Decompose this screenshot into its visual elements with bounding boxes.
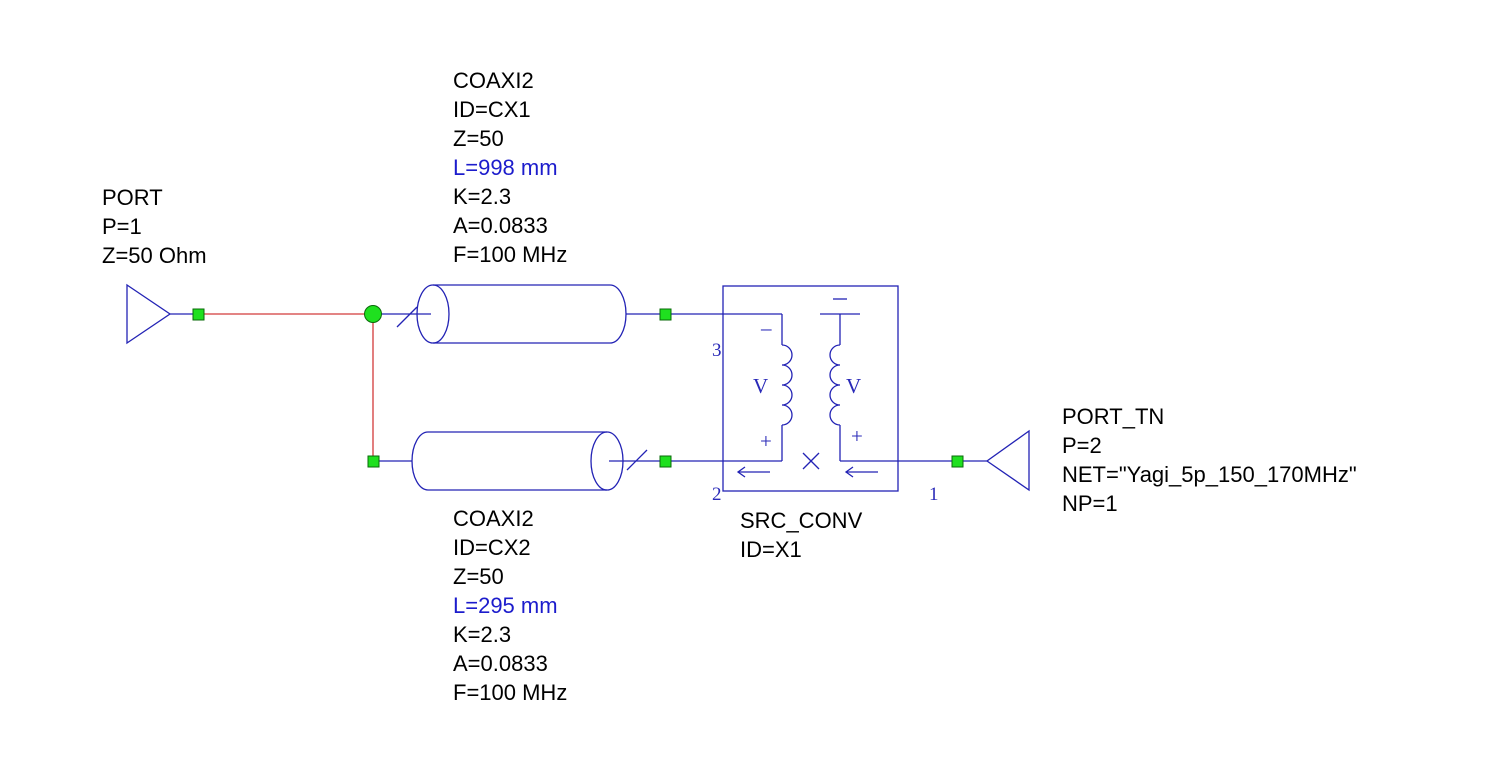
coil-voltage-label-right: V <box>846 374 861 398</box>
x1-type: SRC_CONV <box>740 508 863 533</box>
cx2-impedance: Z=50 <box>453 564 504 589</box>
cx2-dielectric: K=2.3 <box>453 622 511 647</box>
coil-plus-sign-right: + <box>851 424 863 448</box>
cx1-type: COAXI2 <box>453 68 534 93</box>
left-arrow-icon <box>844 466 878 478</box>
cx1-frequency: F=100 MHz <box>453 242 567 267</box>
x1-pin-2: 2 <box>712 484 722 505</box>
node-junction[interactable] <box>364 305 382 323</box>
x1-label: SRC_CONV ID=X1 <box>740 508 863 562</box>
node-square[interactable] <box>192 308 205 321</box>
port2-label: PORT_TN P=2 NET="Yagi_5p_150_170MHz" NP=… <box>1062 404 1357 516</box>
cx1-impedance: Z=50 <box>453 126 504 151</box>
cx2-id: ID=CX2 <box>453 535 531 560</box>
x1-pin-1: 1 <box>929 484 939 505</box>
coil-plus-sign-left: + <box>760 429 772 453</box>
cx2-label: COAXI2 ID=CX2 Z=50 L=295 mm K=2.3 A=0.08… <box>453 506 567 705</box>
cx2-length: L=295 mm <box>453 593 558 618</box>
port-triangle-icon[interactable] <box>985 429 1030 492</box>
node-square[interactable] <box>951 455 964 468</box>
port1-number: P=1 <box>102 214 142 239</box>
port1-name: PORT <box>102 185 163 210</box>
node-square[interactable] <box>659 455 672 468</box>
coil-minus-sign: – <box>760 316 772 340</box>
cx1-label: COAXI2 ID=CX1 Z=50 L=998 mm K=2.3 A=0.08… <box>453 68 567 267</box>
cx2-type: COAXI2 <box>453 506 534 531</box>
x1-id: ID=X1 <box>740 537 802 562</box>
port1-label: PORT P=1 Z=50 Ohm <box>102 185 207 268</box>
port-triangle-icon[interactable] <box>126 283 172 345</box>
cx1-attenuation: A=0.0833 <box>453 213 548 238</box>
cx1-dielectric: K=2.3 <box>453 184 511 209</box>
cx1-id: ID=CX1 <box>453 97 531 122</box>
node-square[interactable] <box>659 308 672 321</box>
port2-net: NET="Yagi_5p_150_170MHz" <box>1062 462 1357 487</box>
coax-cylinder-icon[interactable] <box>373 431 665 491</box>
left-arrow-icon <box>736 466 770 478</box>
port2-name: PORT_TN <box>1062 404 1164 429</box>
port1-impedance: Z=50 Ohm <box>102 243 207 268</box>
source-converter-icon[interactable]: – V V + + <box>665 285 957 492</box>
junction-wires <box>198 313 374 461</box>
x1-pin-3: 3 <box>712 340 722 361</box>
cx1-length: L=998 mm <box>453 155 558 180</box>
cx2-frequency: F=100 MHz <box>453 680 567 705</box>
node-square[interactable] <box>367 455 380 468</box>
cx2-attenuation: A=0.0833 <box>453 651 548 676</box>
port2-number: P=2 <box>1062 433 1102 458</box>
port2-np: NP=1 <box>1062 491 1118 516</box>
coax-cylinder-icon[interactable] <box>373 284 665 344</box>
coil-voltage-label-left: V <box>753 374 768 398</box>
